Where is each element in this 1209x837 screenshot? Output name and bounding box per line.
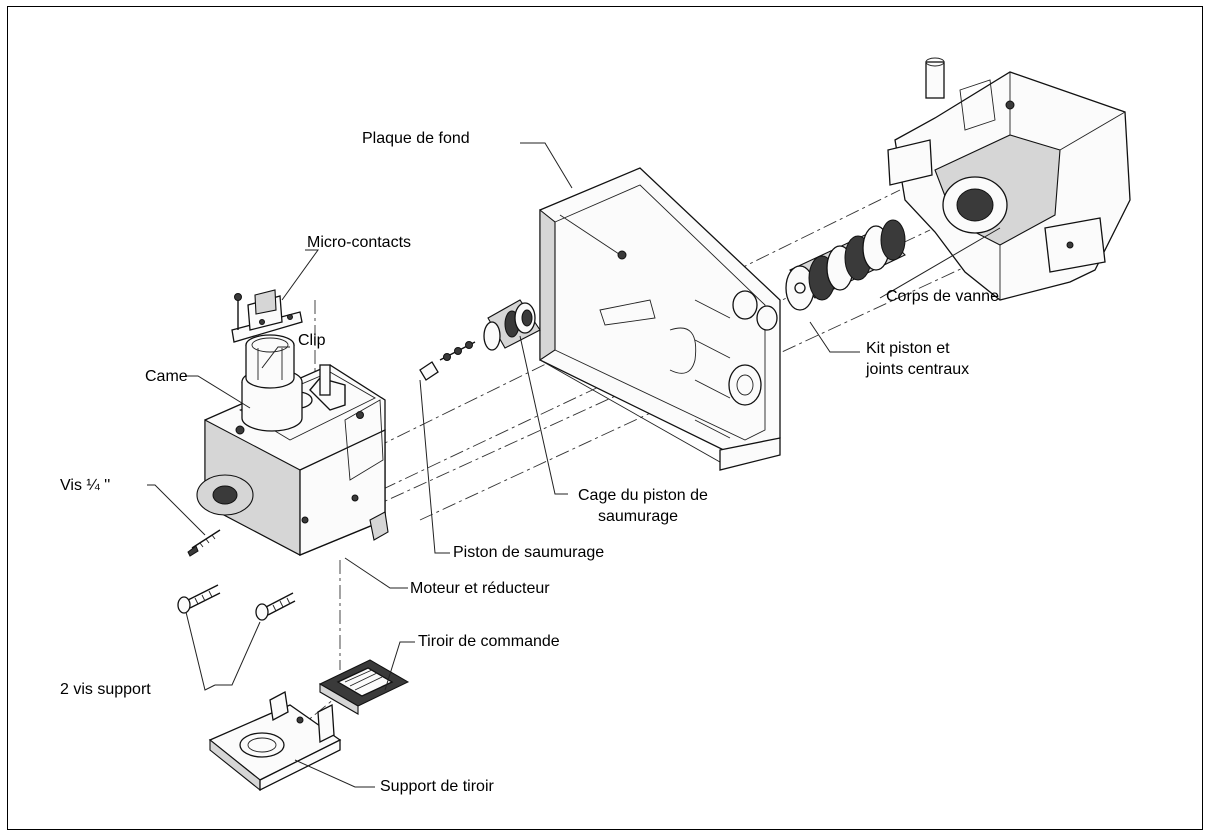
label-vis-quart: Vis ¼ '' xyxy=(60,477,111,494)
label-clip: Clip xyxy=(298,332,326,349)
label-corps-de-vanne: Corps de vanne xyxy=(886,288,999,305)
diagram-frame xyxy=(7,6,1203,830)
support-screws-part xyxy=(177,584,296,621)
piston-kit-part xyxy=(785,219,906,311)
control-drawer-part xyxy=(318,659,410,715)
label-support-tiroir: Support de tiroir xyxy=(380,778,494,795)
label-cage-line2: saumurage xyxy=(598,508,679,525)
leader-lines xyxy=(147,142,1001,788)
label-tiroir-commande: Tiroir de commande xyxy=(418,633,560,650)
micro-contacts-part xyxy=(231,289,303,343)
brine-piston-cage-part xyxy=(483,299,541,351)
label-cage-line1: Cage du piston de xyxy=(578,487,708,504)
cam-part xyxy=(241,334,303,432)
label-piston-saumurage: Piston de saumurage xyxy=(453,544,605,561)
brine-piston-part xyxy=(419,341,476,381)
label-came: Came xyxy=(145,368,188,385)
backing-plate-part xyxy=(539,167,781,471)
label-kit-piston-line1: Kit piston et xyxy=(866,340,950,357)
label-kit-piston-line2: joints centraux xyxy=(866,361,970,378)
label-plaque-de-fond: Plaque de fond xyxy=(362,130,470,147)
valve-body-part xyxy=(887,57,1131,301)
screw-quarter-part xyxy=(187,529,221,557)
drawer-support-part xyxy=(208,690,342,792)
label-micro-contacts: Micro-contacts xyxy=(307,234,412,251)
label-moteur-reducteur: Moteur et réducteur xyxy=(410,580,550,597)
label-vis-support: 2 vis support xyxy=(60,681,151,698)
